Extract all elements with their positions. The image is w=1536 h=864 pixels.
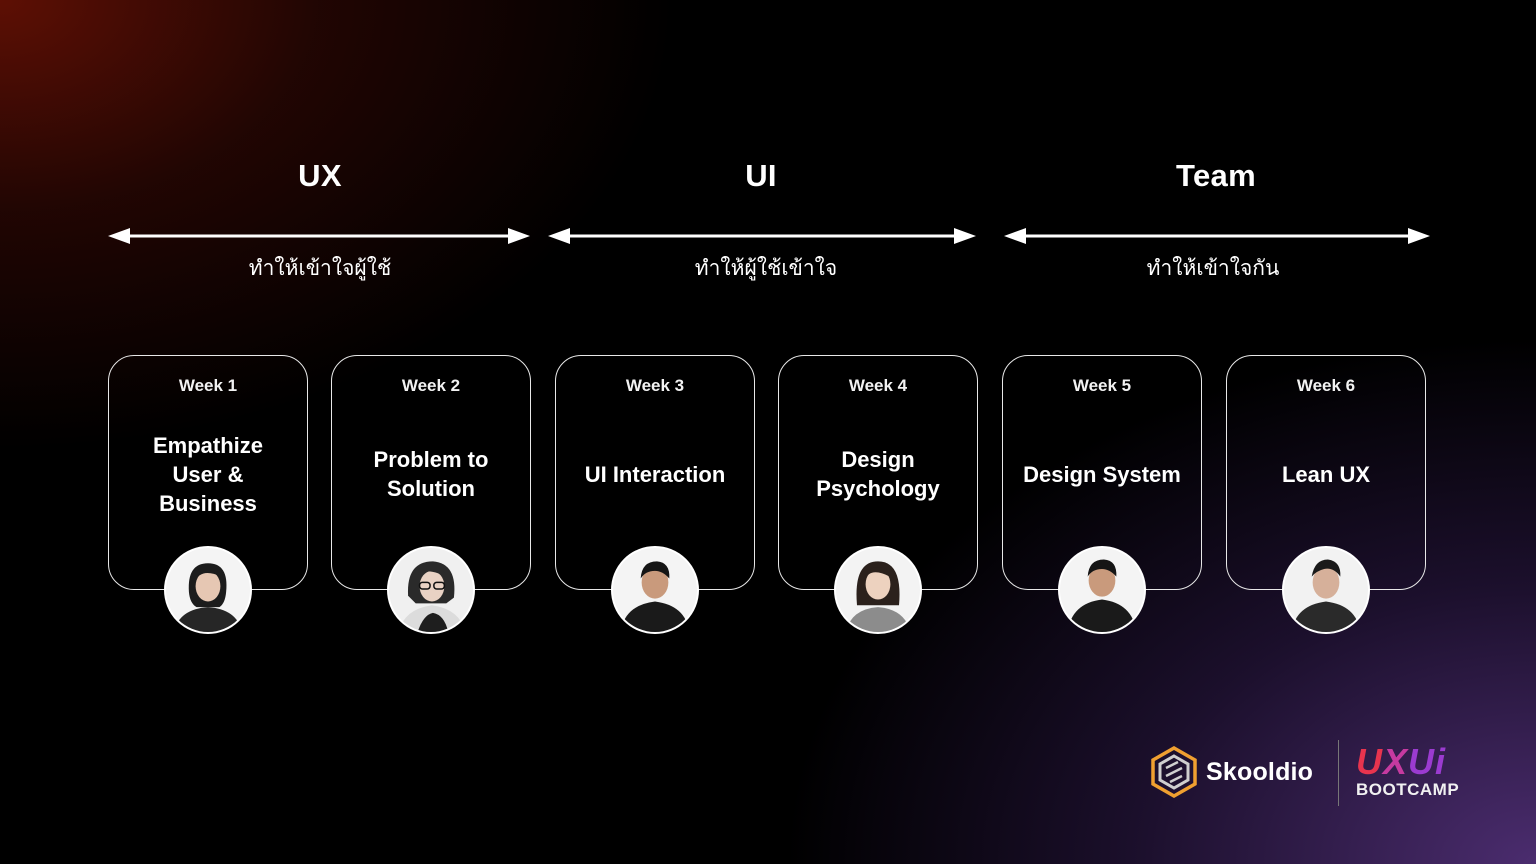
- week-topic-text: Design Psychology: [816, 447, 940, 501]
- week-card-6: Week 6 Lean UX: [1226, 355, 1426, 634]
- week-topic-text: Design System: [1023, 461, 1181, 487]
- person-icon: [389, 548, 473, 632]
- uxui-bootcamp-logo: UXUi BOOTCAMP: [1356, 744, 1480, 800]
- person-icon: [1284, 548, 1368, 632]
- week-topic-text: Problem to Solution: [373, 447, 489, 501]
- instructor-avatar: [164, 546, 252, 634]
- week-label: Week 6: [1296, 376, 1356, 395]
- week-topic: UI Interaction: [562, 418, 748, 530]
- uxui-wordmark: UXUi: [1356, 744, 1480, 780]
- week-label: Week 3: [625, 376, 685, 395]
- section-subtitle-team: ทำให้เข้าใจกัน: [1146, 256, 1280, 280]
- week-label: Week 2: [401, 376, 461, 395]
- person-icon: [1060, 548, 1144, 632]
- week-card-4: Week 4 Design Psychology: [778, 355, 978, 634]
- section-title-team: Team: [1176, 158, 1256, 193]
- uxui-letter-u: U: [1356, 741, 1383, 782]
- week-card-3: Week 3 UI Interaction: [555, 355, 755, 634]
- double-arrow-ui: [548, 226, 976, 246]
- person-icon: [166, 548, 250, 632]
- week-card-5: Week 5 Design System: [1002, 355, 1202, 634]
- week-topic-text: UI Interaction: [584, 461, 726, 487]
- week-topic: Empathize User & Business: [115, 418, 301, 530]
- week-label: Week 4: [848, 376, 908, 395]
- instructor-avatar: [611, 546, 699, 634]
- person-icon: [836, 548, 920, 632]
- instructor-avatar: [1058, 546, 1146, 634]
- person-icon: [613, 548, 697, 632]
- section-subtitle-ui: ทำให้ผู้ใช้เข้าใจ: [694, 256, 838, 280]
- skooldio-logo: Skooldio: [1150, 746, 1313, 798]
- week-card-2: Week 2 Problem to Solution: [331, 355, 531, 634]
- instructor-avatar: [834, 546, 922, 634]
- section-title-ux: UX: [298, 158, 342, 193]
- logo-divider: [1338, 740, 1339, 806]
- week-topic-text: Lean UX: [1281, 461, 1371, 487]
- instructor-avatar: [1282, 546, 1370, 634]
- section-title-ui: UI: [745, 158, 777, 193]
- week-label: Week 1: [178, 376, 238, 395]
- week-label: Week 5: [1072, 376, 1132, 395]
- week-topic: Design System: [1009, 418, 1195, 530]
- section-subtitle-ux: ทำให้เข้าใจผู้ใช้: [248, 256, 392, 280]
- uxui-letters-ui: Ui: [1408, 741, 1447, 782]
- double-arrow-team: [1004, 226, 1430, 246]
- week-topic-text: Empathize User & Business: [152, 432, 264, 516]
- skooldio-hexagon-icon: [1151, 746, 1197, 798]
- week-topic: Lean UX: [1233, 418, 1419, 530]
- instructor-avatar: [387, 546, 475, 634]
- uxui-letter-x: X: [1383, 741, 1409, 782]
- week-topic: Design Psychology: [785, 418, 971, 530]
- week-card-1: Week 1 Empathize User & Business: [108, 355, 308, 634]
- skooldio-wordmark: Skooldio: [1206, 757, 1314, 786]
- week-topic: Problem to Solution: [338, 418, 524, 530]
- double-arrow-ux: [108, 226, 530, 246]
- bootcamp-wordmark: BOOTCAMP: [1356, 780, 1460, 799]
